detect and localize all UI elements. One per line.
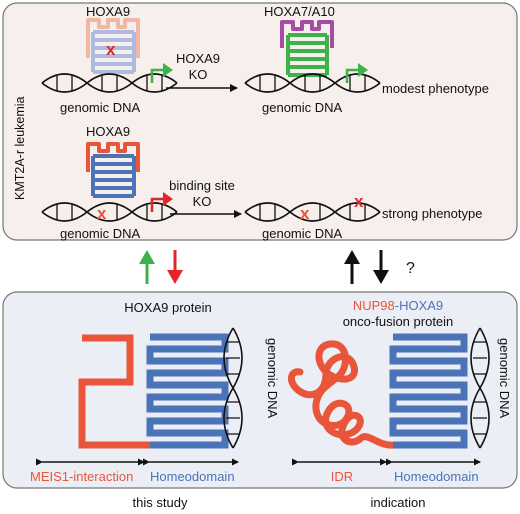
arrow-label-row2-line1: binding site	[169, 178, 235, 193]
protein-label-hoxa7-a10: HOXA7/A10	[264, 4, 335, 19]
protein-label-hoxa9-row1: HOXA9	[86, 4, 130, 19]
protein-label-hoxa9-row2: HOXA9	[86, 124, 130, 139]
arrow-label-row1-line1: HOXA9	[176, 51, 220, 66]
phenotype-label-modest: modest phenotype	[382, 81, 489, 96]
promoter-arrow-red-row2-left	[150, 192, 173, 212]
x-mark-dna-row2-right: x	[300, 204, 310, 223]
homeodomain-right	[389, 333, 468, 449]
x-mark-dna-row2-left: x	[97, 204, 107, 223]
x-mark-promoter-row2-right: x	[354, 192, 364, 211]
arrow-down-red	[167, 250, 183, 284]
hoxa7-a10-protein	[280, 20, 334, 77]
meis1-interaction-region	[78, 334, 152, 449]
promoter-arrow-green-row1-right	[345, 63, 368, 83]
dna-label-row2-left: genomic DNA	[60, 226, 141, 241]
nup98-hoxa9-title: NUP98-HOXA9	[353, 298, 443, 313]
caption-this-study: this study	[133, 495, 188, 510]
arrow-label-row1-line2: KO	[189, 67, 208, 82]
dna-helix-row1-right	[244, 73, 381, 93]
dna-label-row1-right: genomic DNA	[262, 100, 343, 115]
dna-label-row1-left: genomic DNA	[60, 100, 141, 115]
question-mark: ?	[406, 260, 415, 277]
homeodomain-label-right: Homeodomain	[394, 469, 479, 484]
hoxa9-protein	[86, 142, 140, 198]
dna-label-row2-right: genomic DNA	[262, 226, 343, 241]
hoxa9-protein-title: HOXA9 protein	[124, 300, 211, 315]
hoxa9-label: -HOXA9	[395, 298, 443, 313]
homeodomain-left	[146, 333, 229, 449]
dna-label-bottom-right: genomic DNA	[497, 338, 512, 419]
arrow-down-black	[373, 250, 389, 284]
dna-helix-bottom-left	[223, 327, 243, 449]
idr-label: IDR	[331, 469, 353, 484]
promoter-arrow-green-row1-left	[150, 63, 173, 83]
dna-label-bottom-left: genomic DNA	[265, 338, 280, 419]
onco-fusion-subtitle: onco-fusion protein	[343, 314, 454, 329]
nup98-label: NUP98	[353, 298, 395, 313]
meis1-interaction-label: MEIS1-interaction	[30, 469, 133, 484]
dna-helix-bottom-right	[470, 327, 490, 449]
hoxa9-protein-faded	[86, 18, 140, 74]
phenotype-label-strong: strong phenotype	[382, 206, 482, 221]
arrow-up-black	[344, 250, 360, 284]
caption-indication: indication	[371, 495, 426, 510]
dna-helix-row2-right	[244, 202, 381, 222]
homeodomain-label-left: Homeodomain	[150, 469, 235, 484]
x-mark-protein-row1: x	[106, 40, 116, 59]
arrow-up-green	[139, 250, 155, 284]
arrow-label-row2-line2: KO	[193, 194, 212, 209]
side-label: KMT2A-r leukemia	[13, 96, 27, 200]
dna-helix-row1-left	[41, 73, 178, 93]
idr-squiggle	[288, 340, 399, 449]
dna-helix-row2-left	[41, 202, 178, 222]
